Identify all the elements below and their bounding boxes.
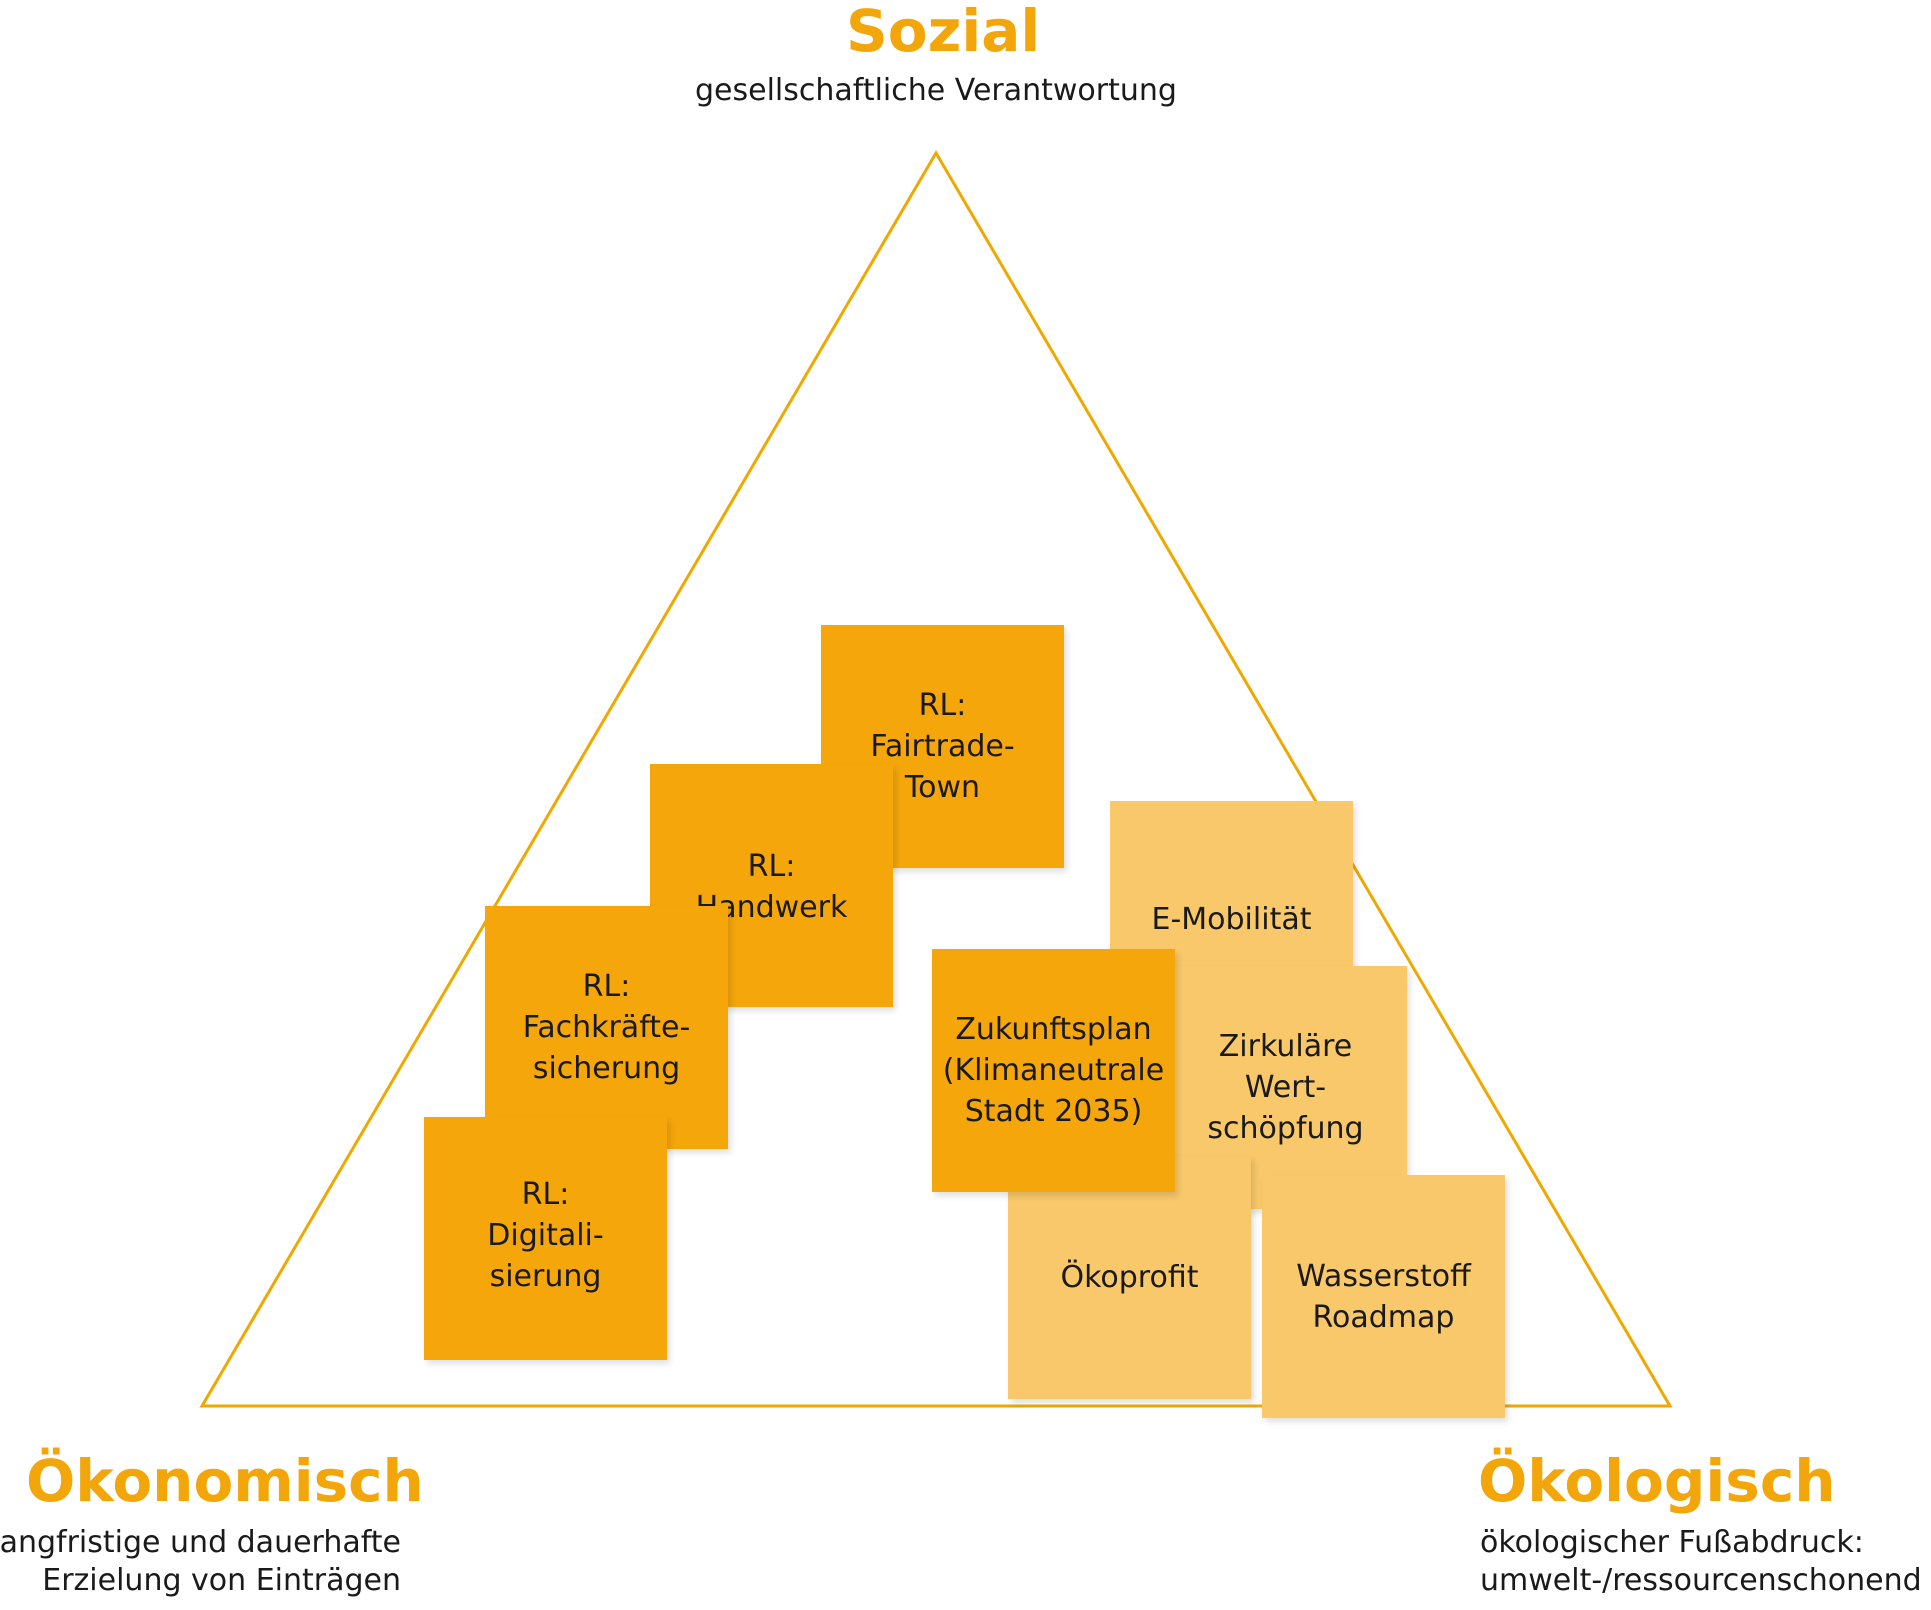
corner-title-oekonomisch: Ökonomisch [26, 1447, 424, 1515]
note-rl-digitalisierung-text: RL: Digitali- sierung [487, 1177, 604, 1294]
note-e-mobilitaet-text: E-Mobilität [1151, 902, 1312, 937]
note-rl-fairtrade-town: RL: Fairtrade- Town [821, 625, 1064, 868]
corner-subtitle-sozial: gesellschaftliche Verantwortung [695, 73, 1177, 108]
note-rl-fachkraeftesicherung: RL: Fachkräfte- sicherung [485, 906, 728, 1149]
corner-title-sozial: Sozial [846, 0, 1041, 65]
note-wasserstoff-roadmap: Wasserstoff Roadmap [1262, 1175, 1505, 1418]
note-rl-digitalisierung: RL: Digitali- sierung [424, 1117, 667, 1360]
corner-subtitle-oekologisch-line-1: ökologischer Fußabdruck: [1480, 1525, 1864, 1560]
note-rl-fachkraeftesicherung-text: RL: Fachkräfte- sicherung [522, 969, 691, 1086]
corner-subtitle-oekonomisch-line-1: langfristige und dauerhafte [0, 1525, 401, 1560]
note-zirkulaere-wertschoepfung-text: Zirkuläre Wert- schöpfung [1207, 1029, 1364, 1146]
note-wasserstoff-roadmap-text: Wasserstoff Roadmap [1296, 1258, 1471, 1335]
note-oekoprofit: Ökoprofit [1008, 1156, 1251, 1399]
note-zirkulaere-wertschoepfung: Zirkuläre Wert- schöpfung [1164, 966, 1407, 1209]
note-oekoprofit-text: Ökoprofit [1060, 1260, 1199, 1295]
note-zukunftsplan-text: Zukunftsplan (Klimaneutrale Stadt 2035) [942, 1012, 1165, 1129]
corner-title-oekologisch: Ökologisch [1478, 1447, 1836, 1515]
corner-subtitle-oekonomisch-line-2: Erzielung von Einträgen [42, 1563, 401, 1598]
corner-subtitle-oekologisch-line-2: umwelt-/ressourcenschonend [1480, 1563, 1922, 1598]
note-rl-fairtrade-town-text: RL: Fairtrade- Town [870, 688, 1015, 805]
note-zukunftsplan: Zukunftsplan (Klimaneutrale Stadt 2035) [932, 949, 1175, 1192]
